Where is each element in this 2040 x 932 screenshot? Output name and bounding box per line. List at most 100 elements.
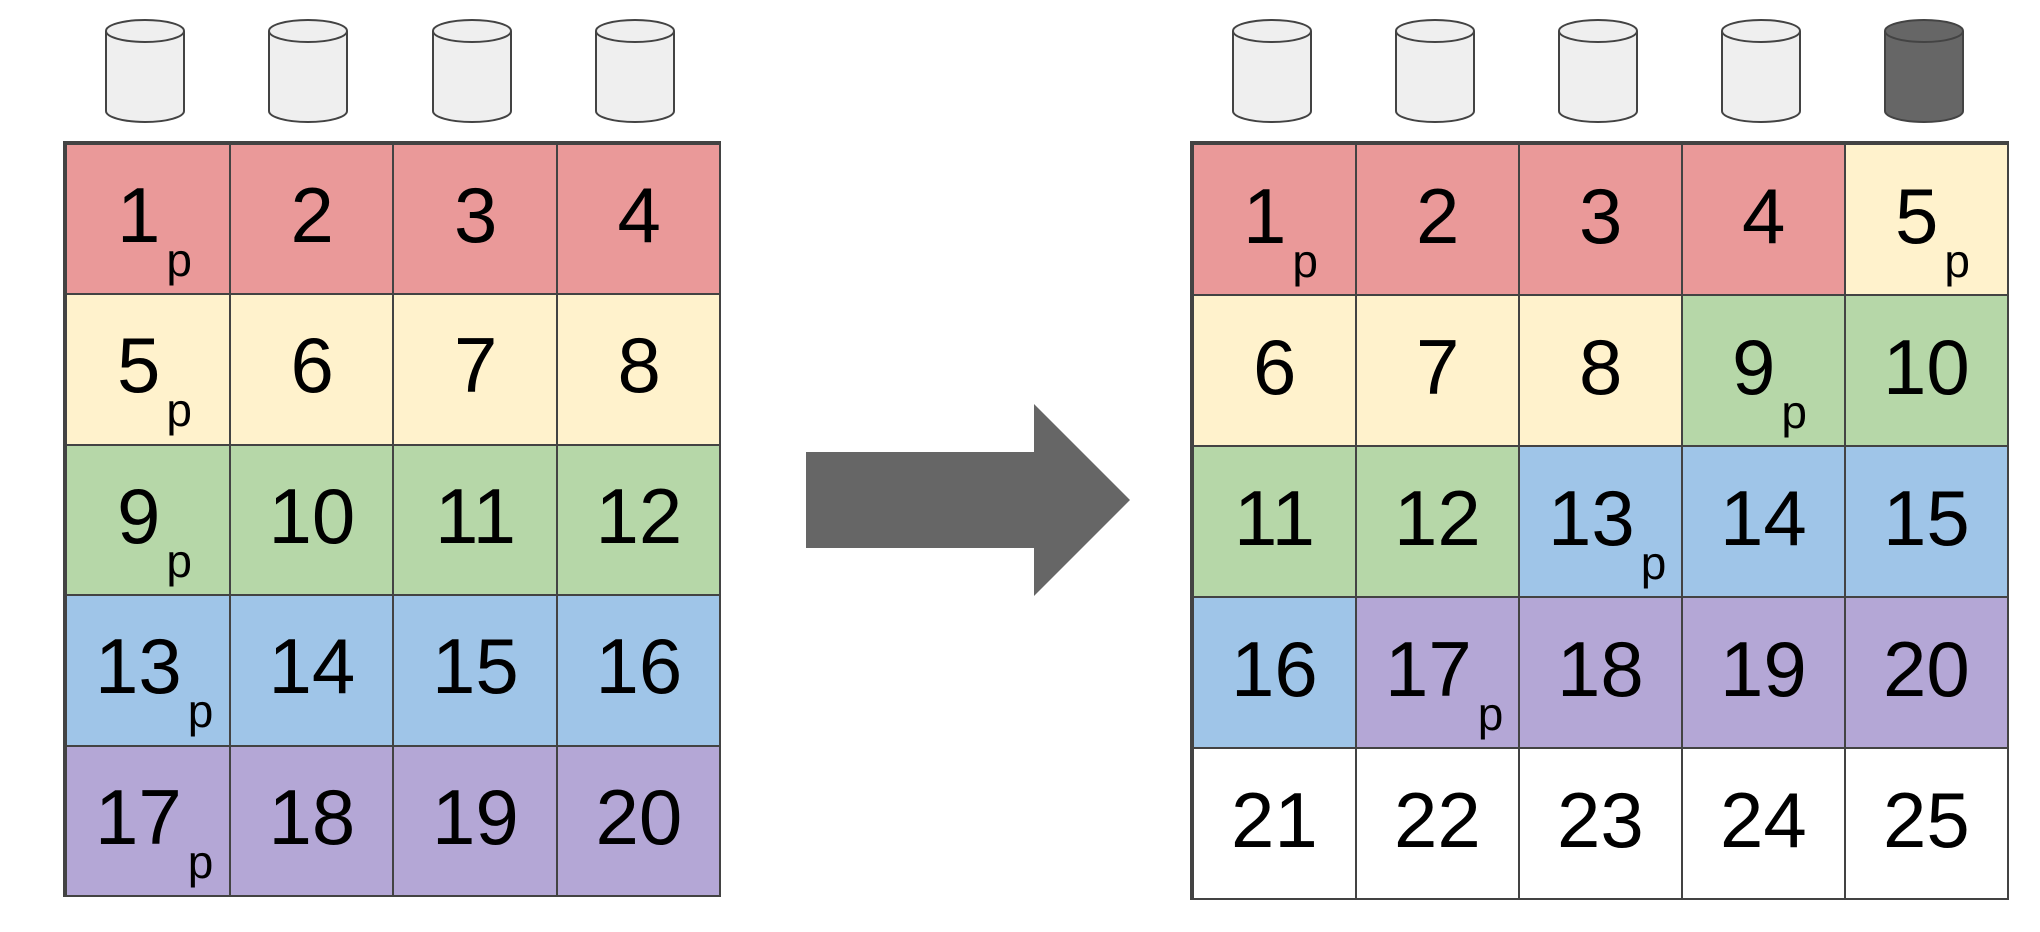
parity-subscript: p: [166, 234, 192, 286]
block-number: 1p: [117, 171, 192, 286]
block-number: 15: [432, 622, 519, 711]
data-block: 22: [1355, 747, 1520, 900]
block-number: 6: [1253, 323, 1297, 411]
block-number: 17p: [1385, 625, 1504, 740]
parity-block: 17p: [65, 744, 231, 897]
parity-block: 9p: [1681, 294, 1846, 447]
block-number: 8: [617, 321, 661, 410]
data-block: 7: [392, 293, 558, 446]
data-block: 18: [228, 744, 394, 897]
data-block: 18: [1518, 596, 1683, 749]
data-block: 24: [1681, 747, 1846, 900]
data-block: 14: [1681, 445, 1846, 598]
data-block: 15: [392, 594, 558, 747]
block-number: 13p: [1548, 474, 1667, 589]
parity-block: 5p: [65, 293, 231, 446]
disk-icon: [104, 18, 186, 129]
block-number: 16: [1231, 625, 1318, 713]
block-number: 20: [1883, 625, 1970, 713]
block-number: 24: [1720, 776, 1807, 864]
parity-block: 13p: [1518, 445, 1683, 598]
block-number: 20: [595, 772, 683, 861]
block-number: 12: [1394, 474, 1481, 562]
block-number: 6: [290, 321, 334, 410]
parity-subscript: p: [1640, 537, 1667, 589]
parity-subscript: p: [1781, 386, 1807, 438]
disk-icon: [1557, 18, 1639, 129]
data-block: 8: [555, 293, 721, 446]
block-number: 5p: [1895, 172, 1970, 287]
block-number: 2: [290, 171, 334, 259]
block-number: 12: [595, 471, 683, 560]
data-block: 20: [555, 744, 721, 897]
block-number: 18: [1557, 625, 1644, 713]
parity-subscript: p: [166, 534, 192, 587]
parity-subscript: p: [187, 685, 214, 738]
data-block: 2: [1355, 143, 1520, 296]
block-number: 13p: [95, 622, 214, 738]
block-number: 22: [1394, 776, 1481, 864]
data-block: 16: [555, 594, 721, 747]
block-number: 15: [1883, 474, 1970, 562]
data-block: 23: [1518, 747, 1683, 900]
data-block: 14: [228, 594, 394, 747]
block-number: 4: [1742, 172, 1786, 260]
disk-icon: [1231, 18, 1313, 129]
block-number: 5p: [117, 321, 192, 437]
data-block: 6: [228, 293, 394, 446]
block-number: 9p: [117, 471, 192, 587]
block-number: 7: [1416, 323, 1460, 411]
parity-subscript: p: [166, 384, 192, 437]
block-number: 4: [617, 171, 661, 259]
data-block: 15: [1844, 445, 2009, 598]
block-number: 3: [1579, 172, 1623, 260]
parity-subscript: p: [187, 835, 214, 888]
data-block: 20: [1844, 596, 2009, 749]
block-number: 19: [432, 772, 519, 861]
parity-block: 5p: [1844, 143, 2009, 296]
data-block: 25: [1844, 747, 2009, 900]
block-number: 17p: [95, 772, 214, 888]
block-number: 23: [1557, 776, 1644, 864]
disk-icon: [431, 18, 513, 129]
disk-icon: [1394, 18, 1476, 129]
disk-icon: [594, 18, 676, 129]
block-number: 7: [454, 321, 498, 410]
block-number: 10: [1883, 323, 1970, 411]
data-block: 10: [228, 443, 394, 597]
block-number: 11: [435, 471, 516, 560]
block-number: 18: [268, 772, 356, 861]
block-number: 8: [1579, 323, 1623, 411]
disk-icon: [267, 18, 349, 129]
data-block: 19: [1681, 596, 1846, 749]
block-number: 19: [1720, 625, 1807, 713]
parity-block: 17p: [1355, 596, 1520, 749]
block-number: 3: [454, 171, 498, 259]
data-block: 4: [555, 143, 721, 296]
data-block: 4: [1681, 143, 1846, 296]
disk-icon: [1720, 18, 1802, 129]
data-block: 3: [392, 143, 558, 296]
block-number: 16: [595, 622, 683, 711]
parity-block: 1p: [65, 143, 231, 296]
parity-block: 9p: [65, 443, 231, 597]
parity-block: 13p: [65, 594, 231, 747]
block-number: 1p: [1243, 172, 1318, 287]
block-number: 14: [1720, 474, 1807, 562]
data-block: 12: [555, 443, 721, 597]
data-block: 8: [1518, 294, 1683, 447]
data-block: 2: [228, 143, 394, 296]
data-block: 19: [392, 744, 558, 897]
block-number: 9p: [1732, 323, 1807, 438]
parity-subscript: p: [1944, 235, 1970, 287]
data-block: 12: [1355, 445, 1520, 598]
parity-subscript: p: [1477, 688, 1504, 740]
data-block: 11: [392, 443, 558, 597]
block-number: 10: [268, 471, 356, 560]
data-block: 11: [1192, 445, 1357, 598]
data-block: 10: [1844, 294, 2009, 447]
right-arrow-icon: [806, 404, 1130, 596]
parity-block: 1p: [1192, 143, 1357, 296]
data-block: 3: [1518, 143, 1683, 296]
